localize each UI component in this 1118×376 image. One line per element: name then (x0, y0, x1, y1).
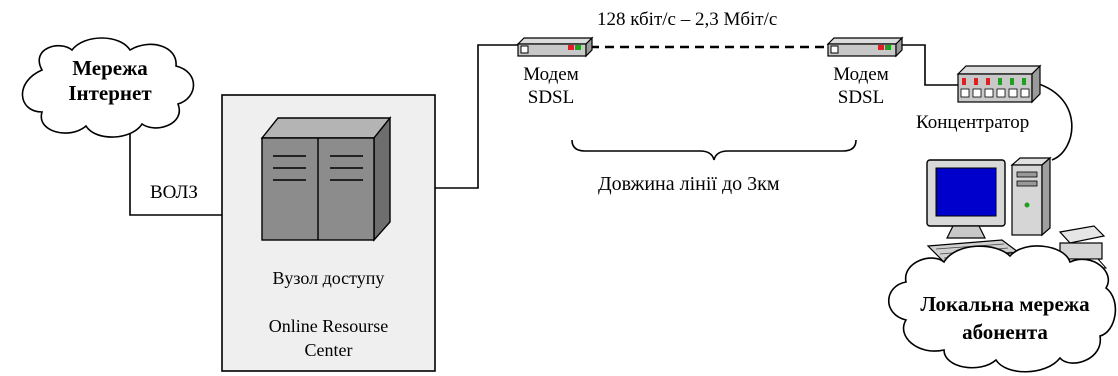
modem-left-line2: SDSL (506, 87, 596, 110)
modem-right-line1: Модем (816, 64, 906, 87)
modem-left-label: Модем SDSL (506, 64, 596, 110)
pc-tower-icon (1012, 158, 1050, 235)
sdsl-modem-left-icon (518, 38, 592, 56)
modem-right-label: Модем SDSL (816, 64, 906, 110)
line-length-label: Довжина лінії до 3км (598, 172, 780, 196)
access-node-name: Online Resourse Center (222, 314, 435, 363)
access-node-name-line2: Center (222, 338, 435, 362)
access-node-title: Вузол доступу (222, 268, 435, 290)
modem-left-line1: Модем (506, 64, 596, 87)
local-network-cloud-line1: Локальна мережа (896, 290, 1114, 318)
internet-cloud-line2: Інтернет (40, 81, 180, 106)
hub-label: Концентратор (916, 112, 1029, 135)
sdsl-modem-right-icon (828, 38, 902, 56)
hub-icon (958, 66, 1040, 102)
vols-link-label: ВОЛЗ (150, 182, 198, 205)
monitor-icon (927, 160, 1005, 238)
local-network-cloud-line2: абонента (896, 318, 1114, 346)
speed-label: 128 кбіт/с – 2,3 Мбіт/с (597, 9, 777, 32)
line-length-brace (572, 140, 856, 160)
internet-cloud-line1: Мережа (40, 56, 180, 81)
modem-right-line2: SDSL (816, 87, 906, 110)
server-icon (262, 118, 390, 240)
local-network-cloud-label: Локальна мережа абонента (896, 290, 1114, 347)
internet-cloud-label: Мережа Інтернет (40, 56, 180, 106)
access-node-name-line1: Online Resourse (222, 314, 435, 338)
